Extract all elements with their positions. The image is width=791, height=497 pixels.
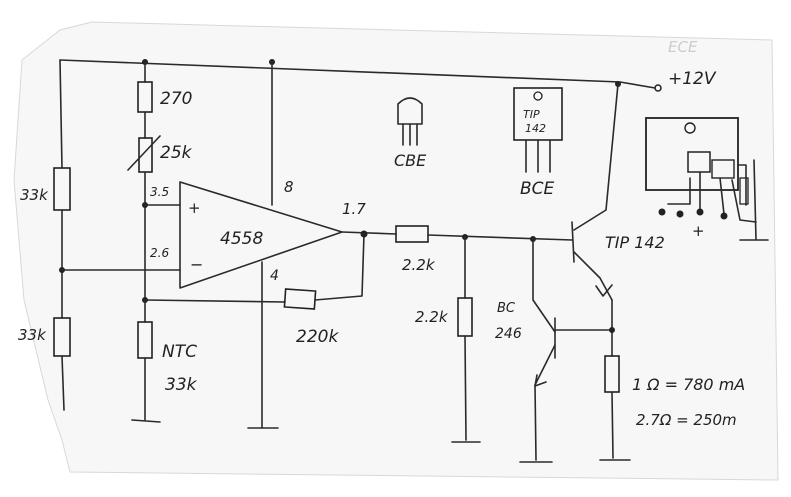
shunt-label-1: 1 Ω = 780 mA [632, 375, 745, 394]
r-base-label: 2.2k [402, 256, 436, 274]
bc-name: BC [497, 301, 516, 316]
opamp-triangle [179, 181, 343, 289]
bc-num: 246 [495, 326, 522, 342]
supply-label: +12V [668, 69, 717, 89]
opamp-minus: − [190, 255, 203, 274]
tip-body-2: 142 [525, 122, 546, 135]
tip-body-1: TIP [523, 108, 540, 121]
r-left-top-label: 33k [20, 186, 49, 204]
ground-ntc [131, 419, 161, 423]
v-minus-label: 2.6 [150, 246, 169, 260]
pin-bce-label: BCE [520, 179, 555, 199]
pin8-label: 8 [284, 178, 294, 196]
tip142-base-bar [571, 221, 575, 263]
torn-paper [13, 21, 779, 481]
bc246-package [397, 97, 423, 125]
resistor-base-2k2 [395, 225, 429, 243]
trimmer-arrow [127, 135, 161, 171]
ntc-value: 33k [165, 375, 198, 395]
faded-mark: ECE [668, 38, 698, 56]
to220-layout-sketch [645, 117, 739, 191]
r-left-bottom-label: 33k [18, 326, 47, 344]
opamp-plus: + [188, 199, 201, 217]
pin-cbe-label: CBE [394, 151, 427, 170]
r-feedback-label: 220k [296, 327, 339, 347]
r-pulldown-label: 2.2k [415, 308, 449, 326]
v-out-label: 1.7 [342, 200, 366, 218]
r-top-label: 270 [160, 89, 192, 109]
opamp-label: 4558 [220, 229, 263, 249]
pot-label: 25k [160, 143, 193, 163]
supply-terminal [654, 84, 662, 92]
tip-plus: + [692, 222, 705, 240]
v-plus-label: 3.5 [150, 185, 169, 199]
pin4-label: 4 [270, 268, 279, 284]
shunt-label-2: 2.7Ω = 250m [636, 411, 737, 429]
tip-label: TIP 142 [605, 233, 665, 252]
ntc-name: NTC [162, 342, 197, 362]
